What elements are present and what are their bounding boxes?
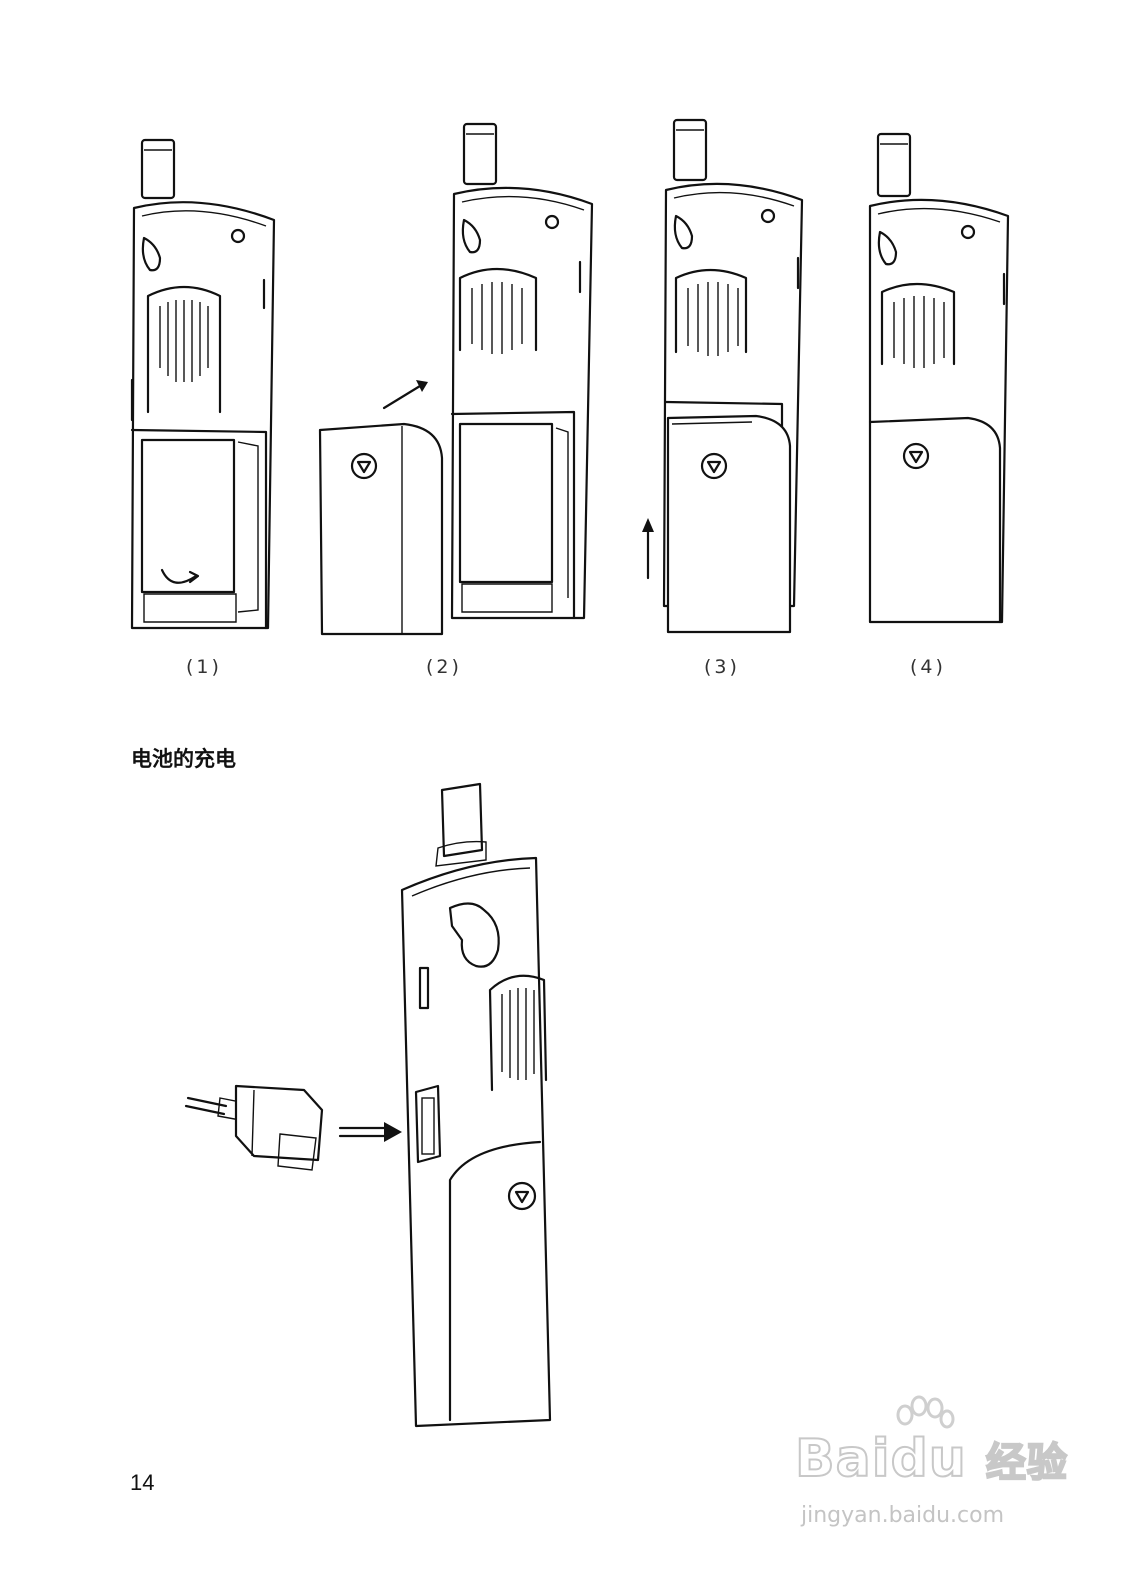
page-number: 14 xyxy=(130,1470,155,1495)
figure-step-2 xyxy=(318,122,594,636)
caption-step-2: (2) xyxy=(426,656,462,678)
watermark-brand-du: du xyxy=(890,1428,967,1490)
baidu-jingyan-watermark: Baidu 经验 jingyan.baidu.com xyxy=(794,1395,1068,1535)
watermark-url: jingyan.baidu.com xyxy=(801,1503,1005,1528)
paw-logo-icon xyxy=(896,1395,955,1429)
watermark-product: 经验 xyxy=(985,1439,1068,1487)
figure-step-4 xyxy=(868,132,1010,624)
caption-step-4: (4) xyxy=(910,656,946,678)
figure-step-1 xyxy=(130,138,276,630)
figure-charging xyxy=(184,782,552,1428)
figure-step-3 xyxy=(642,118,804,634)
watermark-brand: Bai xyxy=(794,1428,891,1490)
caption-step-3: (3) xyxy=(704,656,740,678)
section-heading: 电池的充电 xyxy=(131,747,236,771)
caption-step-1: (1) xyxy=(186,656,222,678)
